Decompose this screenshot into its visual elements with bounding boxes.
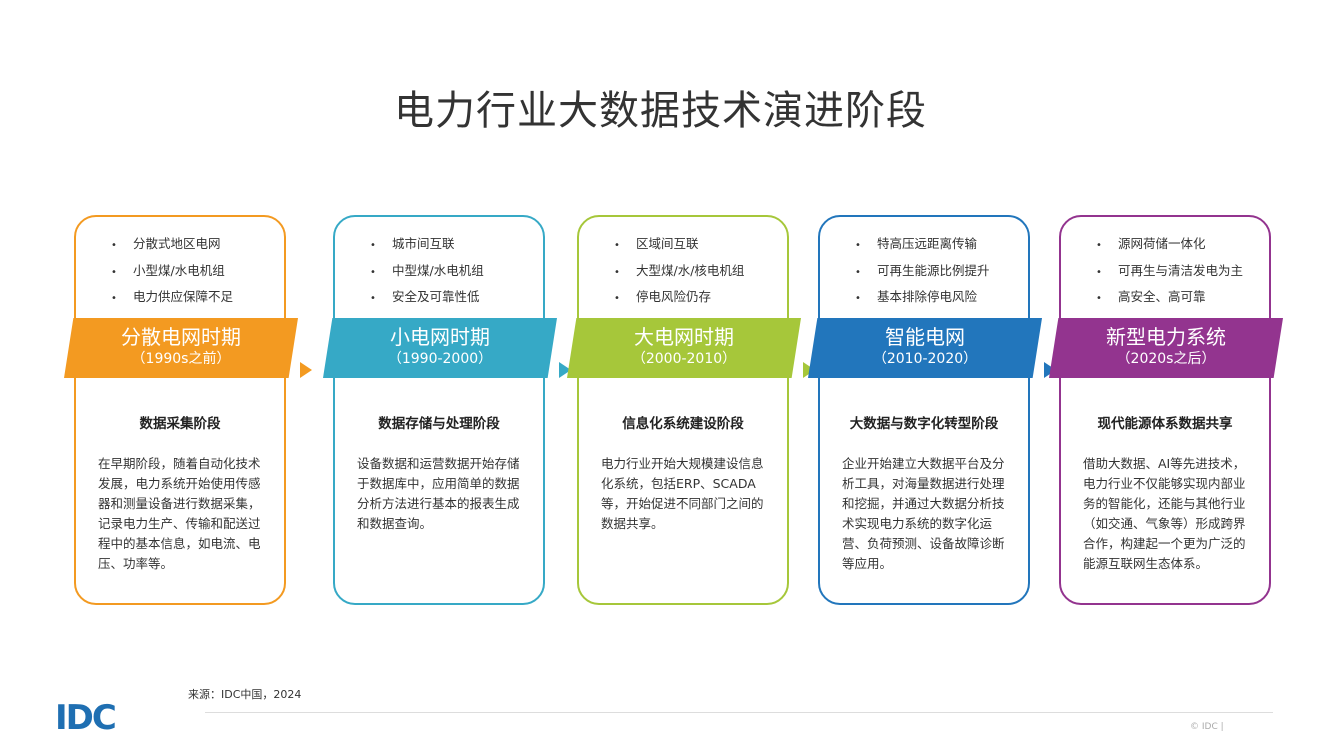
period-name: 智能电网 xyxy=(885,325,965,349)
feature-list: 分散式地区电网小型煤/水电机组电力供应保障不足 xyxy=(111,231,279,311)
page-title: 电力行业大数据技术演进阶段 xyxy=(394,88,927,134)
period-banner: 新型电力系统 （2020s之后） xyxy=(1049,318,1283,378)
stage-description: 设备数据和运营数据开始存储于数据库中，应用简单的数据分析方法进行基本的报表生成和… xyxy=(357,456,520,531)
feature-item: 特高压远距离传输 xyxy=(855,231,1023,258)
feature-item: 电力供应保障不足 xyxy=(111,284,279,311)
period-banner: 分散电网时期 （1990s之前） xyxy=(64,318,298,378)
arrow-right-icon xyxy=(300,362,312,378)
period-years: （2000-2010） xyxy=(631,351,737,367)
period-years: （1990s之前） xyxy=(131,351,231,367)
stage-card: 分散式地区电网小型煤/水电机组电力供应保障不足分散电网时期 （1990s之前） 数据… xyxy=(64,215,298,605)
stage-title: 数据存储与处理阶段 xyxy=(378,416,500,432)
feature-item: 区域间互联 xyxy=(614,231,782,258)
feature-item: 可再生能源比例提升 xyxy=(855,258,1023,285)
feature-item: 高安全、高可靠 xyxy=(1096,284,1264,311)
period-years: （1990-2000） xyxy=(387,351,493,367)
feature-item: 中型煤/水电机组 xyxy=(370,258,538,285)
period-banner: 小电网时期 （1990-2000） xyxy=(323,318,557,378)
stage-description: 在早期阶段，随着自动化技术发展，电力系统开始使用传感器和测量设备进行数据采集，记… xyxy=(98,456,261,571)
stage-description: 电力行业开始大规模建设信息化系统，包括ERP、SCADA等，开始促进不同部门之间… xyxy=(601,456,764,531)
period-years: （2010-2020） xyxy=(872,351,978,367)
stage-title: 现代能源体系数据共享 xyxy=(1097,416,1233,432)
feature-list: 区域间互联大型煤/水/核电机组停电风险仍存 xyxy=(614,231,782,311)
feature-list: 源网荷储一体化可再生与清洁发电为主高安全、高可靠 xyxy=(1096,231,1264,311)
stage-title: 数据采集阶段 xyxy=(139,416,221,432)
feature-item: 停电风险仍存 xyxy=(614,284,782,311)
period-years: （2020s之后） xyxy=(1116,351,1216,367)
stage-card: 城市间互联中型煤/水电机组安全及可靠性低小电网时期 （1990-2000） 数据存储… xyxy=(323,215,557,605)
feature-item: 源网荷储一体化 xyxy=(1096,231,1264,258)
feature-item: 小型煤/水电机组 xyxy=(111,258,279,285)
source-note: 来源：IDC中国，2024 xyxy=(188,688,302,701)
stage-card: 区域间互联大型煤/水/核电机组停电风险仍存大电网时期 （2000-2010） 信息化… xyxy=(567,215,801,605)
feature-item: 分散式地区电网 xyxy=(111,231,279,258)
feature-item: 大型煤/水/核电机组 xyxy=(614,258,782,285)
stage-card: 特高压远距离传输可再生能源比例提升基本排除停电风险智能电网 （2010-2020）… xyxy=(808,215,1042,605)
feature-list: 城市间互联中型煤/水电机组安全及可靠性低 xyxy=(370,231,538,311)
stage-description: 借助大数据、AI等先进技术，电力行业不仅能够实现内部业务的智能化，还能与其他行业… xyxy=(1083,456,1246,571)
copyright: © IDC | xyxy=(1190,722,1224,732)
period-banner: 大电网时期 （2000-2010） xyxy=(567,318,801,378)
feature-list: 特高压远距离传输可再生能源比例提升基本排除停电风险 xyxy=(855,231,1023,311)
footer-divider xyxy=(205,712,1273,713)
stage-description: 企业开始建立大数据平台及分析工具，对海量数据进行处理和挖掘，并通过大数据分析技术… xyxy=(842,456,1005,571)
period-name: 小电网时期 xyxy=(390,325,490,349)
stage-title: 信息化系统建设阶段 xyxy=(622,416,744,432)
feature-item: 可再生与清洁发电为主 xyxy=(1096,258,1264,285)
period-name: 大电网时期 xyxy=(634,325,734,349)
feature-item: 安全及可靠性低 xyxy=(370,284,538,311)
period-banner: 智能电网 （2010-2020） xyxy=(808,318,1042,378)
period-name: 分散电网时期 xyxy=(121,325,241,349)
idc-logo: IDC xyxy=(55,698,117,738)
stage-title: 大数据与数字化转型阶段 xyxy=(849,416,999,432)
period-name: 新型电力系统 xyxy=(1106,325,1226,349)
feature-item: 基本排除停电风险 xyxy=(855,284,1023,311)
feature-item: 城市间互联 xyxy=(370,231,538,258)
